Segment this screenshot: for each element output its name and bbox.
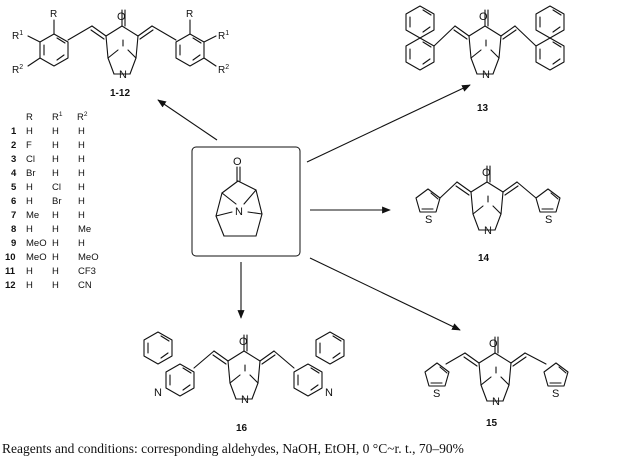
arrow-to-13 [306,84,471,163]
center-n-atom: N [235,206,243,218]
table-row-num: 9 [11,238,16,249]
table-cell-r2: CN [78,280,92,291]
table-cell-r1: H [52,168,59,179]
s14-carbonyl-o: O [482,167,491,179]
compound-label-15: 15 [486,418,498,429]
s1-right-r: R [186,9,193,20]
reaction-conditions-footnote: Reagents and conditions: corresponding a… [2,441,464,456]
table-cell-r1: H [52,280,59,291]
table-cell-r2: H [78,168,85,179]
table-cell-r2: H [78,140,85,151]
table-row-num: 2 [11,140,16,151]
s1-left-r2: R2 [12,64,23,76]
table-cell-r: H [26,182,33,193]
table-cell-r2: H [78,182,85,193]
tropinone-structure [215,166,263,237]
table-cell-r1: H [52,224,59,235]
arrow-to-1-12 [157,99,218,141]
table-header-r: R [26,112,33,123]
table-cell-r1: H [52,126,59,137]
s16-n-atom: N [241,394,249,406]
s14-right-s: S [545,214,552,226]
table-cell-r1: H [52,238,59,249]
compound-label-14: 14 [478,253,490,264]
s16-left-quinoline-n: N [154,387,162,399]
table-row-num: 1 [11,126,17,137]
table-cell-r2: H [78,238,85,249]
table-row-num: 8 [11,224,16,235]
table-cell-r: H [26,126,33,137]
table-cell-r1: H [52,140,59,151]
table-cell-r: F [26,140,32,151]
table-cell-r: H [26,266,33,277]
s15-n-atom: N [492,396,500,408]
table-row-num: 7 [11,210,16,221]
s15-right-s: S [552,388,559,400]
table-cell-r: Br [26,168,36,179]
table-cell-r: H [26,196,33,207]
table-row-num: 10 [5,252,16,263]
table-cell-r2: MeO [78,252,99,263]
s1-left-r1: R1 [12,30,23,42]
table-row-num: 4 [11,168,17,179]
table-row-num: 6 [11,196,16,207]
table-cell-r2: H [78,126,85,137]
s1-left-r: R [50,9,57,20]
table-cell-r1: H [52,266,59,277]
table-cell-r: MeO [26,252,47,263]
table-cell-r1: H [52,154,59,165]
s1-right-r1: R1 [218,30,229,42]
table-header-r2: R2 [77,111,88,123]
arrow-to-15 [309,257,461,331]
table-cell-r: MeO [26,238,47,249]
table-header-r1: R1 [52,111,63,123]
table-cell-r2: CF3 [78,266,96,277]
s16-right-quinoline-n: N [325,387,333,399]
s14-n-atom: N [484,225,492,237]
structure-14 [415,165,561,231]
table-cell-r: H [26,224,33,235]
table-cell-r: H [26,280,33,291]
compound-label-1-12: 1-12 [110,88,130,99]
table-cell-r2: H [78,196,85,207]
s16-carbonyl-o: O [239,336,248,348]
table-cell-r2: Me [78,224,91,235]
s13-n-atom: N [482,69,490,81]
s1-carbonyl-o: O [117,11,126,23]
s15-carbonyl-o: O [489,338,498,350]
table-row-num: 11 [5,266,16,277]
substituent-table: R R1 R2 1 H H H 2 F H H 3 Cl H H 4 Br H … [5,111,99,291]
s13-carbonyl-o: O [479,11,488,23]
s14-left-s: S [425,214,432,226]
structure-16 [143,331,345,400]
s1-right-r2: R2 [218,64,229,76]
table-row-num: 3 [11,154,16,165]
center-carbonyl-o: O [233,156,242,168]
structure-15 [424,336,569,402]
table-cell-r: Cl [26,154,35,165]
compound-label-16: 16 [236,423,248,434]
table-cell-r1: H [52,252,59,263]
table-cell-r2: H [78,154,85,165]
table-cell-r1: Cl [52,182,61,193]
s1-n-atom: N [119,69,127,81]
table-cell-r2: H [78,210,85,221]
table-row-num: 12 [5,280,16,291]
structure-1-12 [27,9,217,75]
structure-13 [405,5,565,75]
table-cell-r: Me [26,210,39,221]
table-cell-r1: H [52,210,59,221]
table-cell-r1: Br [52,196,62,207]
table-row-num: 5 [11,182,17,193]
compound-label-13: 13 [477,103,489,114]
s15-left-s: S [433,388,440,400]
